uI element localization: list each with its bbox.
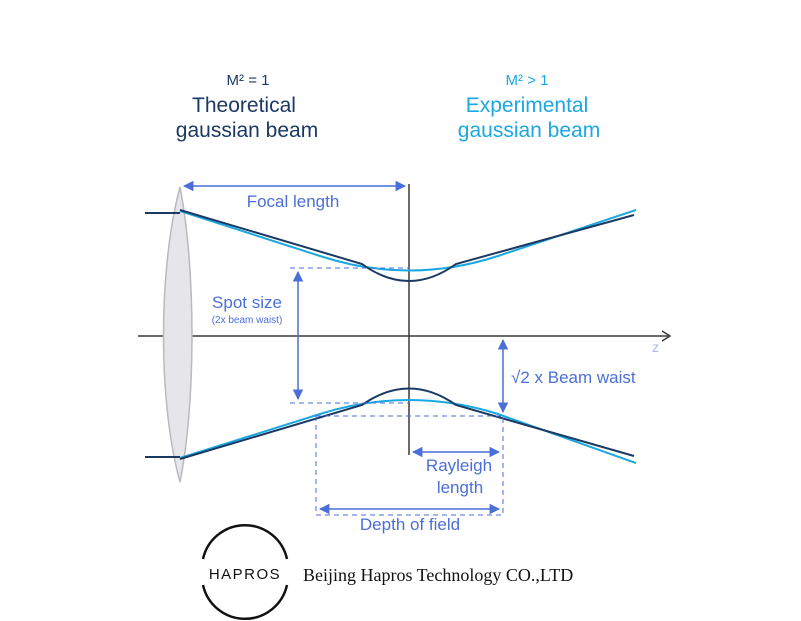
company-name: Beijing Hapros Technology CO.,LTD [303, 565, 573, 585]
logo-arc-bottom-icon [201, 584, 289, 621]
theoretical-beam-top [179, 209, 635, 282]
beam-waist-label: √2 x Beam waist [511, 368, 636, 387]
axis-arrow-icon [661, 330, 672, 342]
theoretical-m2-label: M² = 1 [227, 72, 270, 89]
theoretical-beam-bottom [179, 387, 635, 460]
logo-text: HAPROS [209, 566, 281, 583]
z-axis-label: z [652, 339, 659, 355]
theoretical-title-line1: Theoretical [192, 94, 296, 117]
lens-icon [162, 186, 193, 483]
focal-length-label: Focal length [247, 192, 340, 211]
experimental-beam-top [179, 209, 637, 272]
hapros-logo: HAPROS [201, 523, 289, 621]
depth-of-field-label: Depth of field [360, 515, 460, 534]
spot-size-label: Spot size [212, 293, 282, 312]
spot-size-sublabel: (2x beam waist) [212, 315, 283, 326]
rayleigh-label-line2: length [437, 478, 483, 497]
logo-arc-top-icon [201, 523, 289, 560]
rayleigh-label-line1: Rayleigh [426, 456, 492, 475]
experimental-title-line2: gaussian beam [458, 119, 600, 142]
experimental-m2-label: M² > 1 [506, 72, 549, 89]
experimental-beam-bottom [179, 399, 637, 464]
experimental-title-line1: Experimental [466, 94, 589, 117]
theoretical-title-line2: gaussian beam [176, 119, 318, 142]
depth-of-field-box [315, 415, 504, 516]
